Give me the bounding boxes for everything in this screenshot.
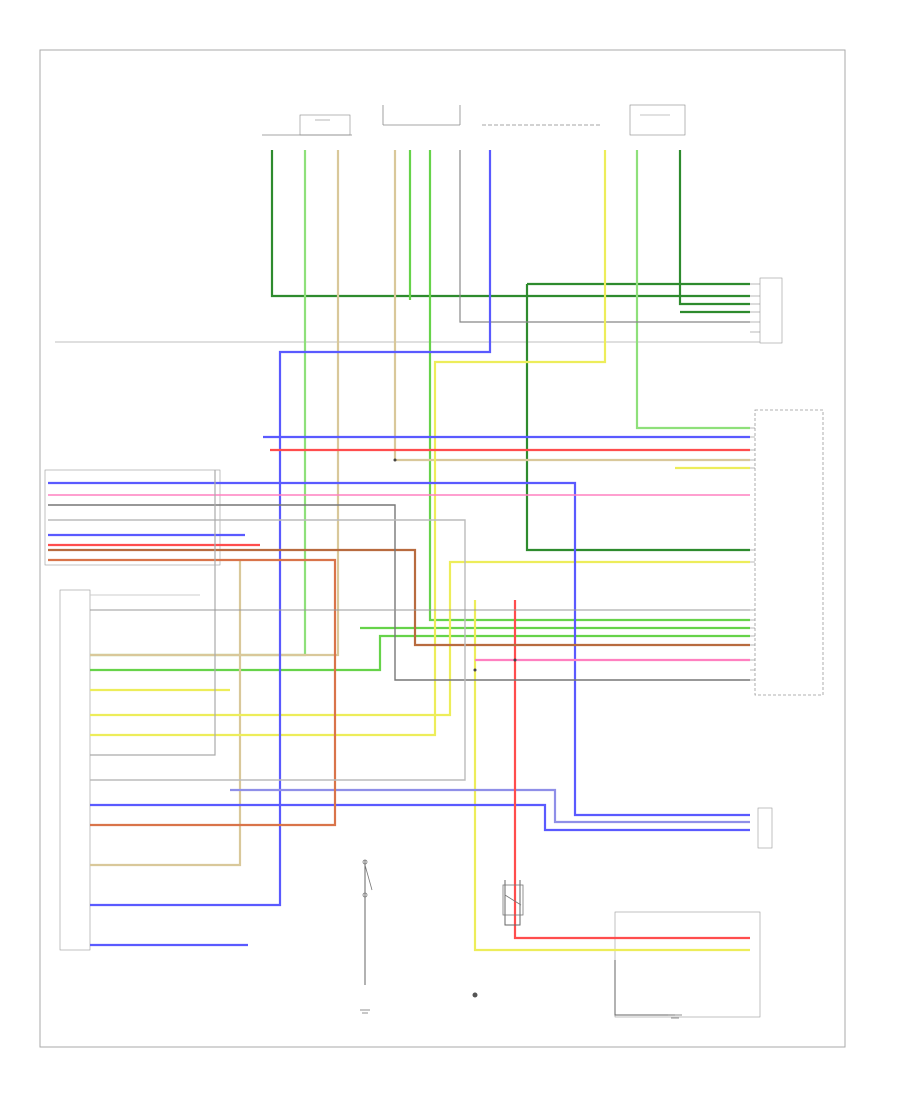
- wire-tan-1: [90, 150, 340, 657]
- wire-group: [48, 150, 750, 1016]
- wire-dark-green-4: [525, 284, 750, 552]
- wire-red-2: [513, 600, 750, 940]
- right-pin-ticks: [750, 283, 760, 681]
- wire-gray-1: [48, 504, 750, 681]
- wire-yellow-3: [473, 600, 750, 952]
- wire-dark-green-3: [678, 150, 750, 306]
- top-connector-middle: [382, 105, 461, 126]
- bottom-right-module: [614, 911, 761, 1018]
- right-connector-top: [759, 277, 783, 344]
- diagram-border: [39, 49, 846, 1048]
- left-connector-upper: [44, 469, 221, 566]
- bottom-switch-left: [360, 859, 373, 1014]
- wire-green-4: [90, 634, 750, 672]
- wire-brown-2: [48, 558, 337, 827]
- wire-tan-4: [459, 150, 750, 323]
- top-switch-far-right: [629, 104, 686, 136]
- wire-gray-3: [90, 470, 216, 756]
- wire-black-3: [614, 960, 675, 1016]
- control-unit-box: [754, 409, 824, 696]
- right-connector-lower: [757, 807, 773, 849]
- wire-violet-1: [230, 788, 750, 824]
- wire-tan-3: [90, 560, 242, 867]
- wire-blue-3: [48, 481, 750, 817]
- bottom-ground-right: [668, 1014, 682, 1019]
- left-connector-lower: [59, 589, 91, 951]
- wire-green-1: [428, 150, 750, 622]
- wire-yellow-2: [90, 560, 750, 717]
- wire-black-2: [504, 880, 521, 926]
- bottom-diode-middle: [502, 884, 524, 916]
- splice-dots: [393, 458, 517, 672]
- top-sensor-left: [262, 114, 352, 136]
- bottom-ground-middle: [472, 992, 478, 998]
- wire-blue-4: [90, 803, 750, 832]
- wire-brown-1: [48, 548, 750, 647]
- wire-blue-1: [90, 150, 492, 907]
- wire-yellow-1: [90, 150, 607, 737]
- wire-gray-2: [48, 519, 466, 781]
- wire-light-green-2: [635, 150, 750, 430]
- wire-dark-green-1: [270, 150, 750, 298]
